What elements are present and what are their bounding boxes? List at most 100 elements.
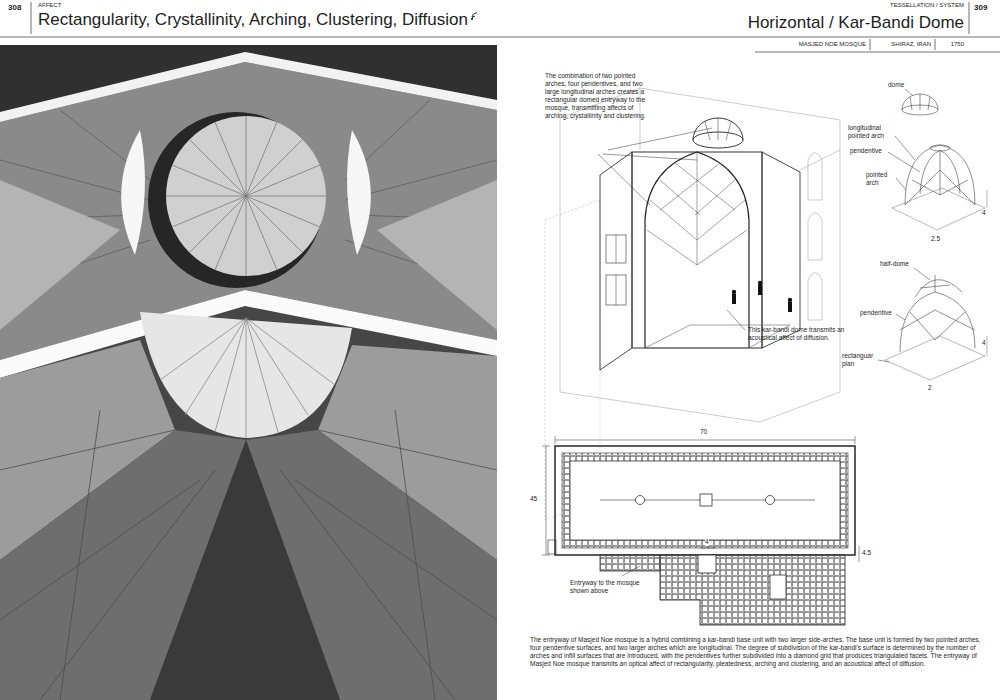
- illustration-part: [647, 230, 697, 265]
- illustration-part: [900, 292, 975, 352]
- illustration-part: [622, 566, 640, 576]
- illustration-part: [940, 151, 941, 195]
- sound-icon: [470, 11, 480, 21]
- illustration-part: [885, 336, 985, 380]
- illustration-part: [60, 410, 100, 700]
- illustration-part: [987, 190, 988, 208]
- illustration-part: [920, 94, 921, 110]
- illustration-part: [548, 540, 556, 554]
- illustration-part: [606, 275, 626, 305]
- illustration-part: [555, 446, 855, 555]
- illustration-part: [185, 318, 246, 415]
- illustration-part: [0, 37, 1000, 38]
- illustration-part: [246, 196, 277, 270]
- illustration-part: [31, 2, 32, 34]
- illustration-part: [295, 480, 497, 620]
- illustration-part: [905, 89, 913, 96]
- part-label: half-dome: [880, 260, 909, 268]
- illustration-part: [940, 170, 975, 205]
- illustration-part: [732, 294, 736, 304]
- illustration-part: [632, 152, 762, 348]
- illustration-part: [788, 302, 792, 312]
- illustration-part: [616, 275, 617, 305]
- illustration-part: [888, 152, 920, 172]
- illustration-part: [0, 62, 497, 360]
- illustration-part: [675, 163, 735, 210]
- dimension: 70: [700, 428, 707, 436]
- illustration-part: [905, 145, 975, 205]
- part-label: pointed arch: [866, 171, 896, 187]
- illustration-part: [700, 494, 712, 506]
- illustration-part: [758, 281, 762, 285]
- illustration-part: [246, 116, 247, 196]
- illustration-part: [718, 118, 719, 140]
- illustration-part: [0, 480, 200, 620]
- illustration-part: [555, 436, 556, 444]
- illustration-part: [598, 128, 745, 330]
- illustration-part: [555, 440, 855, 441]
- illustration-part: [215, 122, 246, 196]
- illustration-part: [920, 285, 950, 288]
- building-date: 1750: [951, 41, 964, 48]
- illustration-part: [935, 275, 936, 292]
- illustration-part: [542, 446, 550, 447]
- illustration-part: [166, 196, 246, 197]
- illustration-part: [935, 39, 936, 50]
- building-name: MASJED NOE MOSQUE: [799, 41, 866, 48]
- vault-photo: [0, 45, 497, 700]
- illustration-part: [700, 548, 716, 549]
- illustration-part: [280, 470, 455, 700]
- illustration-part: [600, 152, 632, 370]
- building-place: SHIRAZ, IRAN: [891, 41, 931, 48]
- illustration-part: [616, 235, 617, 263]
- illustration-part: [189, 196, 246, 253]
- illustration-part: [562, 453, 848, 548]
- illustration-part: [808, 153, 822, 201]
- illustration-part: [560, 88, 840, 422]
- illustration-part: [969, 2, 970, 34]
- mosque-plan: [542, 436, 859, 625]
- callout-note: This kar-bandi dome transmits an acousti…: [748, 326, 848, 342]
- illustration-part: [570, 461, 840, 540]
- page-number: 308: [8, 3, 21, 13]
- illustration-part: [660, 163, 720, 210]
- illustration-part: [808, 213, 822, 261]
- illustration-part: [758, 285, 762, 295]
- illustration-part: [697, 230, 747, 265]
- illustration-part: [935, 310, 975, 330]
- illustration-part: [910, 312, 935, 340]
- dimension: 45: [530, 495, 537, 503]
- illustration-part: [246, 139, 303, 196]
- illustration-part: [645, 152, 749, 348]
- illustration-part: [987, 336, 988, 356]
- illustration-part: [888, 136, 920, 190]
- illustration-part: [647, 152, 747, 265]
- illustration-part: [762, 152, 800, 348]
- illustration-part: [726, 122, 731, 140]
- illustration-part: [160, 318, 335, 438]
- illustration-part: [788, 298, 792, 302]
- illustration-part: [902, 94, 938, 110]
- dimension: 2: [928, 384, 932, 392]
- illustration-part: [855, 436, 856, 444]
- page-heading: Horizontal / Kar-Bandi Dome: [748, 13, 964, 34]
- illustration-part: [770, 575, 786, 599]
- part-label: dome: [888, 81, 904, 89]
- illustration-part: [910, 97, 912, 110]
- sound-icon-part: [472, 13, 477, 17]
- illustration-part: [940, 180, 968, 195]
- illustration-part: [808, 273, 822, 321]
- illustration-part: [318, 430, 497, 470]
- illustration-part: [121, 130, 145, 255]
- illustration-part: [246, 318, 247, 438]
- dimension: 2.5: [931, 235, 940, 243]
- illustration-part: [160, 318, 246, 380]
- part-label: longitudinal pointed arch: [848, 124, 894, 140]
- illustration-part: [395, 410, 435, 700]
- illustration-part: [150, 440, 340, 700]
- illustration-part: [0, 52, 497, 122]
- illustration-part: [189, 139, 246, 196]
- illustration-part: [870, 39, 871, 50]
- illustration-part: [600, 555, 660, 571]
